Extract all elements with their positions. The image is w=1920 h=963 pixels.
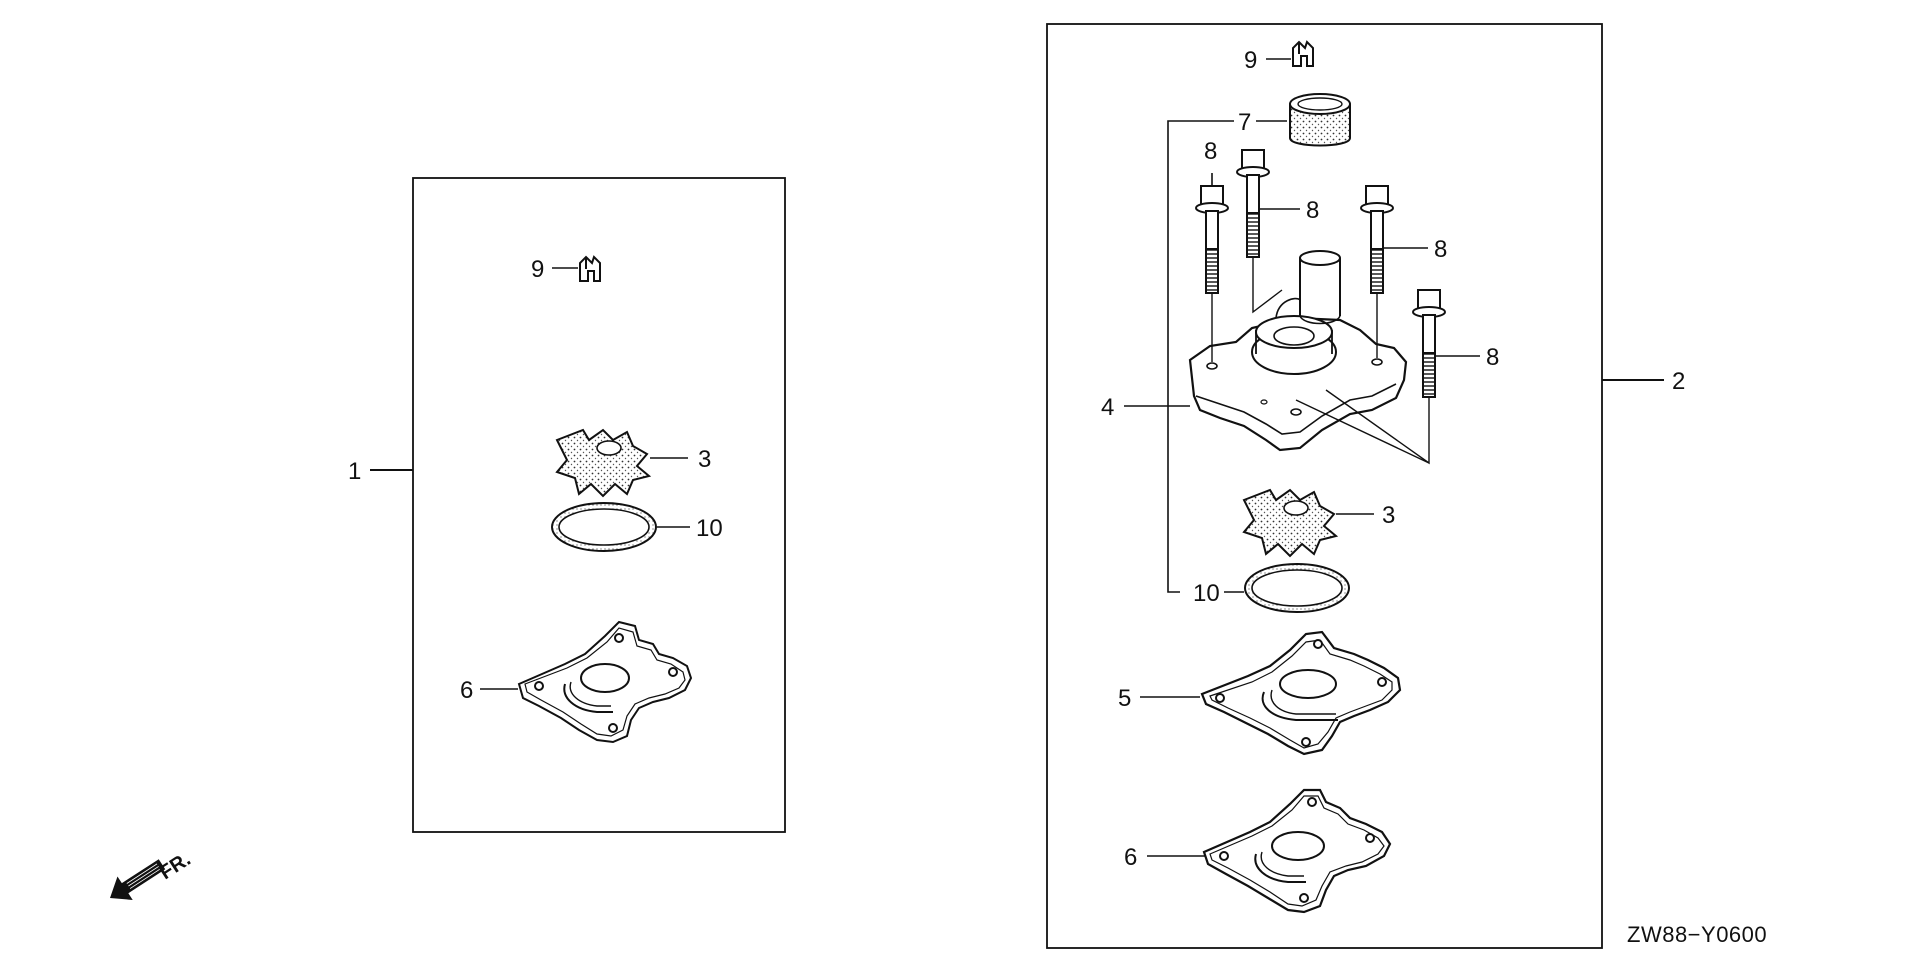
guide-bolt-d2 bbox=[1295, 399, 1430, 464]
callout-6-left: 6 bbox=[460, 677, 473, 704]
callout-1: 1 bbox=[348, 458, 361, 485]
callout-8-c: 8 bbox=[1434, 236, 1447, 263]
o-ring-icon bbox=[1244, 563, 1350, 613]
clip-icon bbox=[1292, 40, 1314, 67]
callout-7: 7 bbox=[1238, 109, 1251, 136]
left-kit bbox=[370, 177, 786, 833]
callout-9-left: 9 bbox=[531, 256, 544, 283]
callout-10-left: 10 bbox=[696, 515, 723, 542]
bushing-icon bbox=[1289, 93, 1351, 147]
pump-housing-icon bbox=[1188, 250, 1408, 452]
callout-9-right: 9 bbox=[1244, 47, 1257, 74]
callout-8-a: 8 bbox=[1204, 138, 1217, 165]
plate-icon bbox=[1200, 630, 1402, 756]
impeller-icon bbox=[1242, 488, 1339, 558]
callout-3-left: 3 bbox=[698, 446, 711, 473]
callout-8-b: 8 bbox=[1306, 197, 1319, 224]
bolt-icon bbox=[1195, 185, 1229, 294]
bolt-icon bbox=[1360, 185, 1394, 294]
callout-2: 2 bbox=[1672, 368, 1685, 395]
callout-5: 5 bbox=[1118, 685, 1131, 712]
right-kit-frame bbox=[1046, 23, 1603, 949]
impeller-icon bbox=[555, 428, 652, 498]
o-ring-icon bbox=[551, 502, 657, 552]
clip-icon bbox=[579, 255, 601, 282]
callout-4: 4 bbox=[1101, 394, 1114, 421]
right-kit bbox=[1046, 23, 1664, 949]
guide-bolt-b bbox=[1252, 258, 1283, 314]
front-direction-arrow-icon bbox=[110, 859, 166, 900]
bracket-7-10 bbox=[1167, 120, 1234, 593]
bolt-icon bbox=[1236, 149, 1270, 258]
drawing-code: ZW88−Y0600 bbox=[1627, 922, 1767, 947]
bolt-icon bbox=[1412, 289, 1446, 398]
callout-6-right: 6 bbox=[1124, 844, 1137, 871]
plate-gasket-icon bbox=[1202, 788, 1392, 914]
callout-3-right: 3 bbox=[1382, 502, 1395, 529]
front-direction-label: FR. bbox=[156, 848, 195, 884]
plate-gasket-icon bbox=[517, 620, 693, 744]
left-kit-frame bbox=[412, 177, 786, 833]
callout-10-right: 10 bbox=[1193, 580, 1220, 607]
callout-8-d: 8 bbox=[1486, 344, 1499, 371]
